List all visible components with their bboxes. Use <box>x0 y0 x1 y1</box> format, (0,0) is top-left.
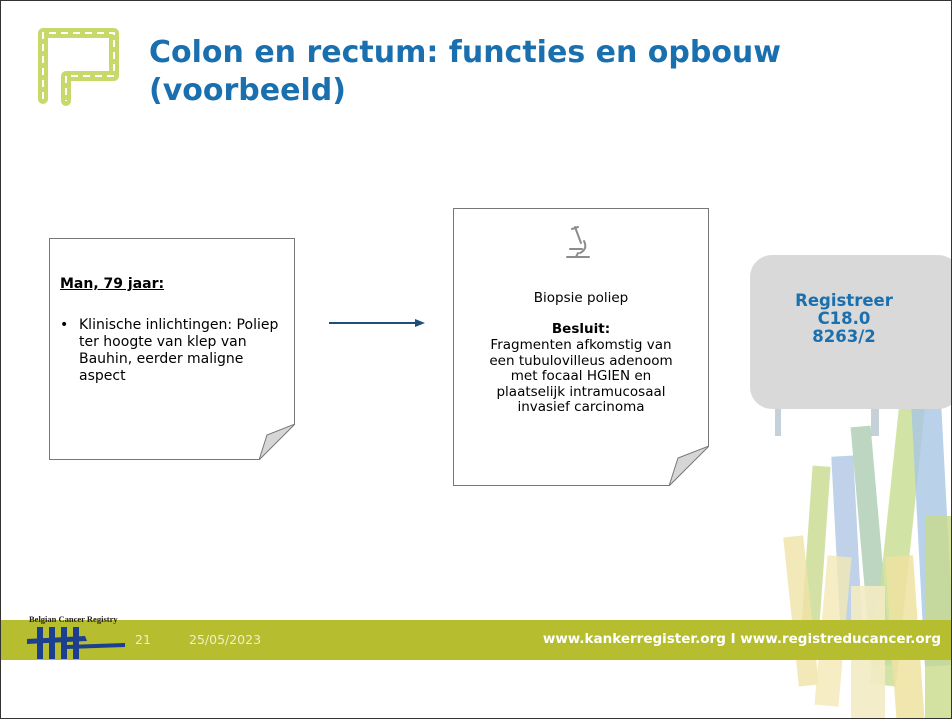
decision-line: plaatselijk intramucosaal <box>496 383 666 400</box>
case-note: Man, 79 jaar: • Klinische inlichtingen: … <box>49 238 295 460</box>
bullet-marker: • <box>60 317 69 333</box>
colon-icon <box>38 28 119 106</box>
footer-date: 25/05/2023 <box>189 632 262 647</box>
page-number: 21 <box>135 632 151 647</box>
decision-line: invasief carcinoma <box>517 399 645 415</box>
list-item: • Klinische inlichtingen: Poliep ter hoo… <box>60 317 285 385</box>
bcr-logo-icon <box>27 627 125 659</box>
decision-text: Fragmenten afkomstig van een tubuloville… <box>454 337 708 416</box>
organization-name: Belgian Cancer Registry <box>29 614 118 624</box>
decision-line: een tubulovilleus adenoom <box>489 352 673 369</box>
page-curl-icon <box>669 446 709 486</box>
decision-line: Fragmenten afkomstig van <box>490 337 672 353</box>
pathology-note: Biopsie poliep Besluit: Fragmenten afkom… <box>453 208 709 486</box>
page-title: Colon en rectum: functies en opbouw (voo… <box>149 34 909 110</box>
page-curl-icon <box>259 424 295 460</box>
registration-line: C18.0 <box>817 309 871 328</box>
decision-line: met focaal HGIEN en <box>510 368 652 384</box>
footer-urls: www.kankerregister.org I www.registreduc… <box>542 631 941 647</box>
procedure-text: Biopsie poliep <box>533 290 629 306</box>
registration-box: Registreer C18.0 8263/2 <box>750 255 951 409</box>
footer-bar <box>1 620 951 660</box>
registration-code: Registreer C18.0 8263/2 <box>750 292 938 346</box>
case-info-text: Klinische inlichtingen: Poliep ter hoogt… <box>79 317 279 384</box>
registration-line: Registreer <box>795 291 893 310</box>
case-info-list: • Klinische inlichtingen: Poliep ter hoo… <box>60 317 285 385</box>
case-heading: Man, 79 jaar: <box>60 276 165 292</box>
flow-arrow <box>329 319 425 327</box>
microscope-icon <box>566 226 590 258</box>
decision-label: Besluit: <box>551 321 611 337</box>
title-line-1: Colon en rectum: functies en opbouw <box>149 35 782 70</box>
title-line-2: (voorbeeld) <box>149 73 346 108</box>
registration-line: 8263/2 <box>812 327 876 346</box>
